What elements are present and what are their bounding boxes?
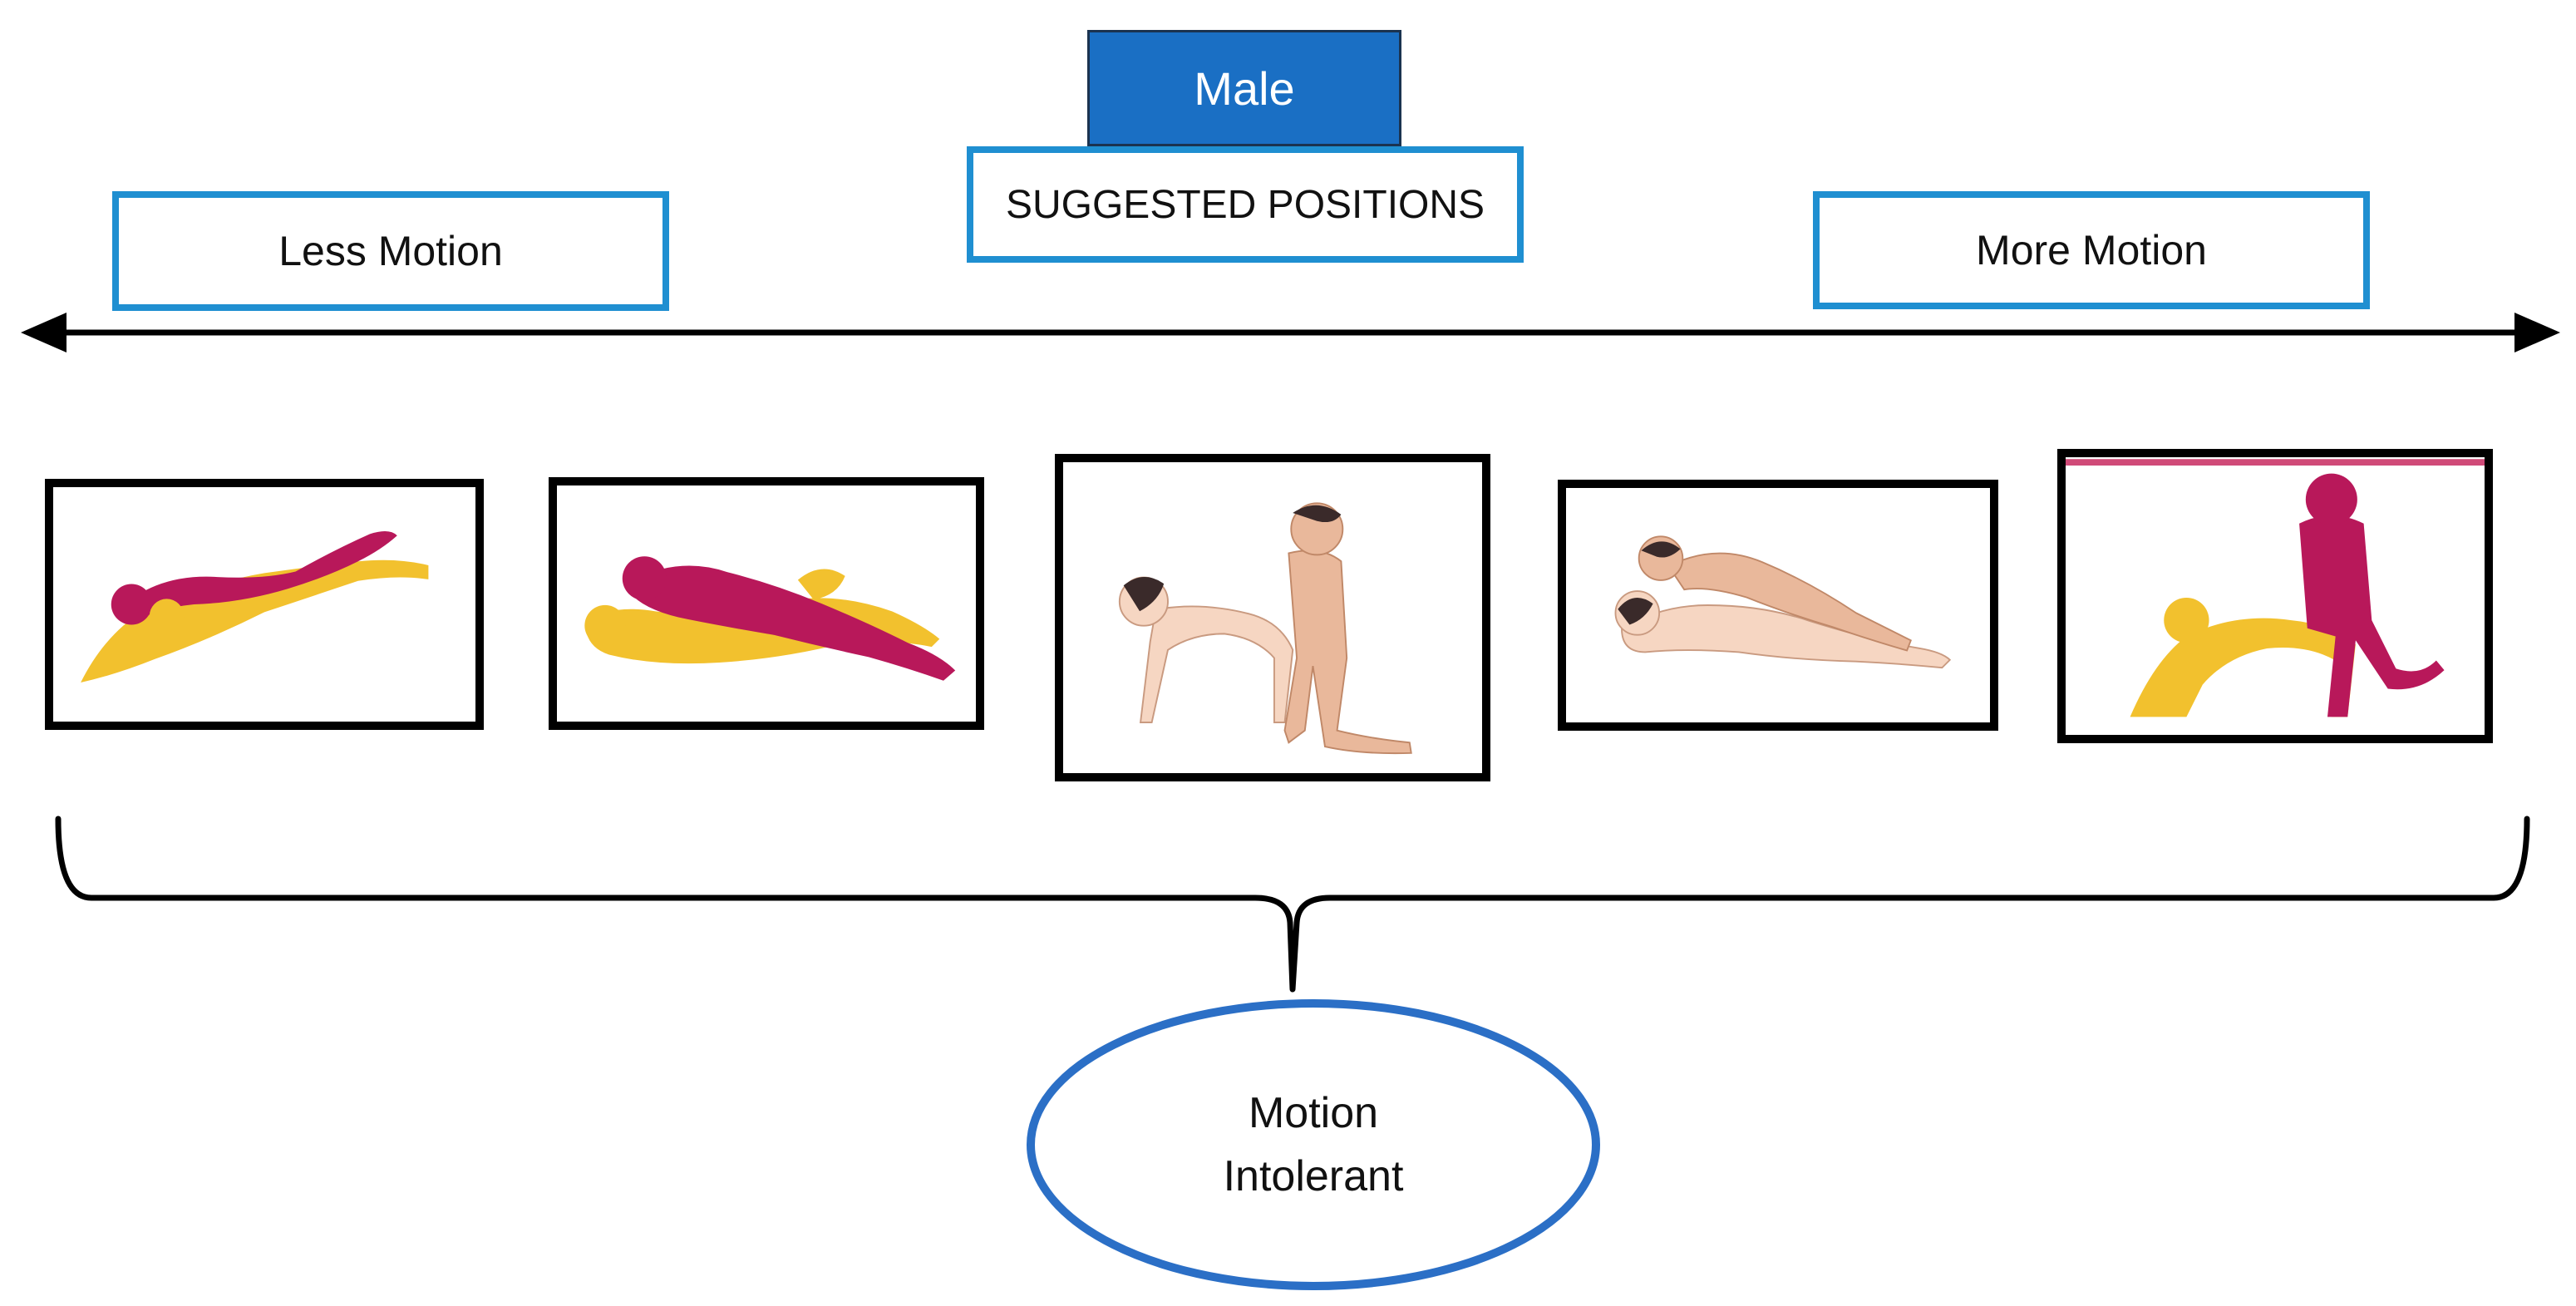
kneeling-position-illustration-2-icon [2066,459,2485,717]
grouping-brace [55,816,2530,993]
motion-axis-arrow [21,313,2560,352]
left-arrowhead-icon [21,313,66,352]
position-panel-1 [45,479,484,730]
less-motion-label: Less Motion [278,228,503,274]
motion-intolerant-line1: Motion [1248,1089,1379,1138]
motion-intolerant-line2: Intolerant [1223,1151,1404,1200]
reclined-position-illustration-icon [1614,535,1952,669]
more-motion-label: More Motion [1976,227,2207,274]
less-motion-box: Less Motion [112,191,669,311]
position-panel-4 [1558,480,1998,731]
suggested-positions-label: SUGGESTED POSITIONS [1005,182,1485,227]
kneeling-position-illustration-icon [1118,502,1412,755]
motion-intolerant-ellipse [1027,999,1600,1290]
right-arrowhead-icon [2514,313,2560,352]
lying-position-illustration-2-icon [584,556,956,681]
suggested-positions-box: SUGGESTED POSITIONS [967,146,1524,263]
lying-position-illustration-1-icon [81,531,429,683]
male-label: Male [1194,62,1295,115]
position-panel-3 [1055,454,1490,781]
more-motion-box: More Motion [1813,191,2370,309]
motion-intolerant-label: Motion Intolerant [1022,993,1604,1297]
position-panel-5 [2057,449,2493,743]
male-badge: Male [1087,30,1401,146]
position-panel-2 [549,477,984,730]
